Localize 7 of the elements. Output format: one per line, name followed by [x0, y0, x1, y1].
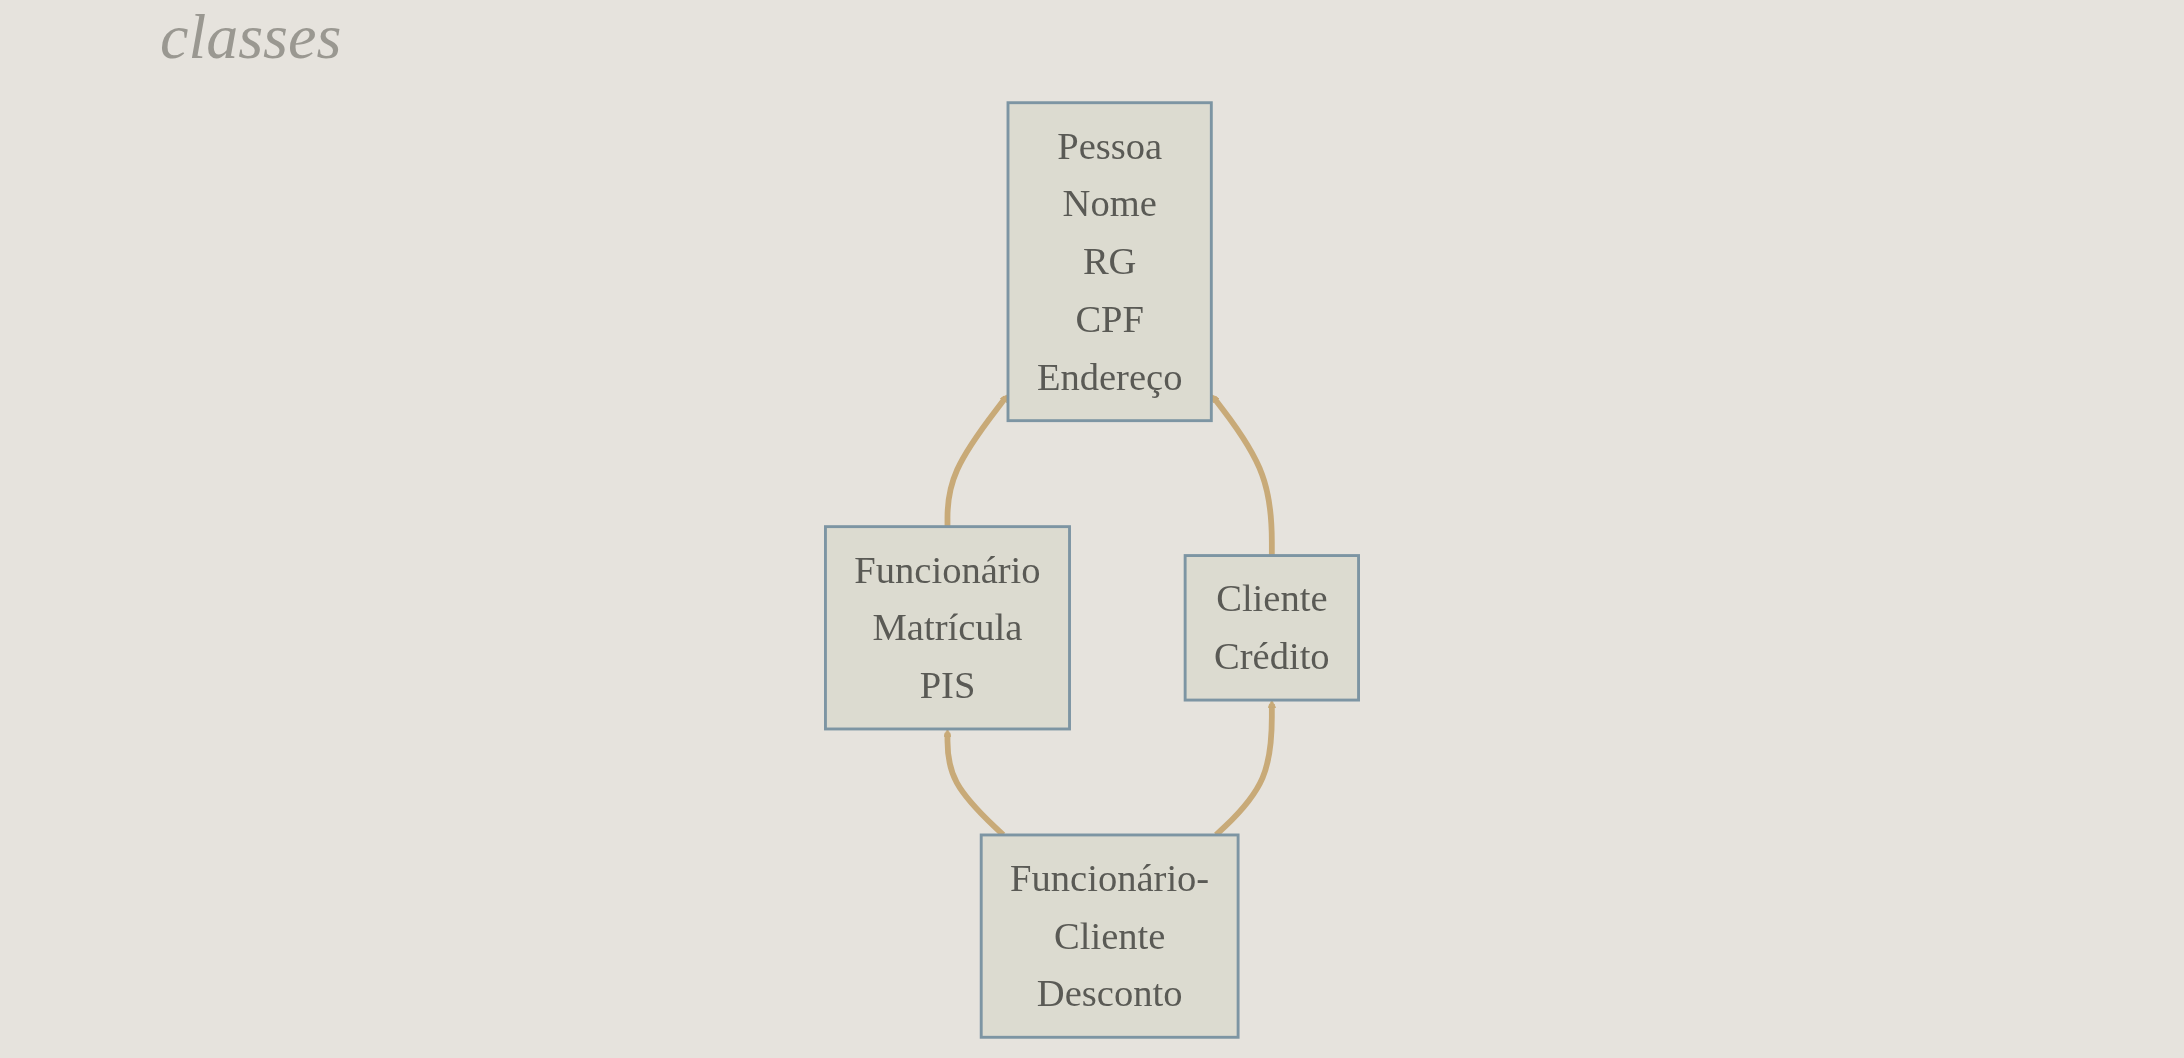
slide-title: classes [160, 0, 342, 74]
node-box: Funcionário Matrícula PIS [824, 525, 1071, 731]
arrow [944, 394, 1009, 527]
node-box: Funcionário-Cliente Desconto [979, 833, 1240, 1039]
node-box: Pessoa Nome RG CPF Endereço [1006, 101, 1213, 423]
arrow [1210, 394, 1275, 556]
node-box: Cliente Crédito [1183, 554, 1360, 702]
